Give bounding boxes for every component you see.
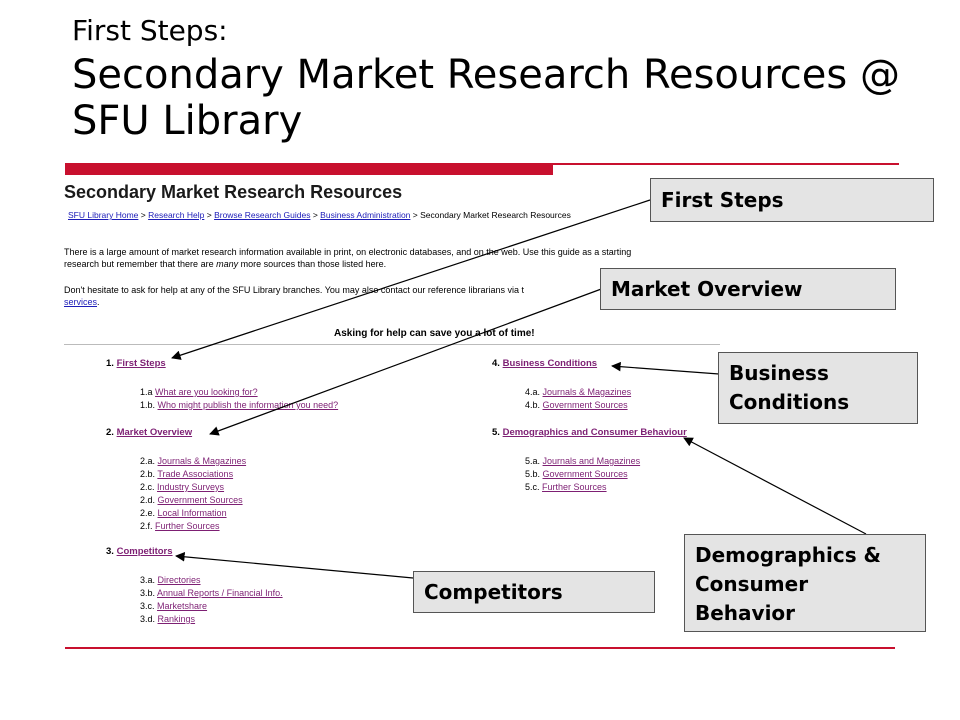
list-item: 3.c. Marketshare (140, 601, 208, 611)
title-rule (553, 163, 899, 165)
link-marketshare[interactable]: Marketshare (157, 601, 208, 611)
arrow-business-conditions (611, 361, 720, 375)
list-item: 5.a. Journals and Magazines (525, 456, 641, 466)
arrow-first-steps (171, 199, 651, 360)
section-link-competitors[interactable]: Competitors (116, 546, 173, 557)
section-competitors: 3. Competitors (106, 546, 173, 557)
link-dc-further[interactable]: Further Sources (542, 482, 607, 492)
intro-paragraph: There is a large amount of market resear… (64, 246, 720, 270)
list-item: 4.a. Journals & Magazines (525, 387, 632, 397)
list-item: 2.f. Further Sources (140, 521, 220, 531)
list-item: 2.a. Journals & Magazines (140, 456, 247, 466)
link-annual-reports[interactable]: Annual Reports / Financial Info. (157, 588, 283, 598)
list-item: 2.b. Trade Associations (140, 469, 234, 479)
page-title: Secondary Market Research Resources (64, 182, 403, 202)
arrow-competitors (175, 552, 414, 579)
list-item: 1.a What are you looking for? (140, 387, 258, 397)
section-link-first-steps[interactable]: First Steps (116, 358, 166, 369)
list-item: 5.b. Government Sources (525, 469, 628, 479)
link-who-might-publish[interactable]: Who might publish the information you ne… (157, 400, 339, 410)
list-item: 1.b. Who might publish the information y… (140, 400, 339, 410)
link-trade-associations[interactable]: Trade Associations (157, 469, 234, 479)
breadcrumb-separator: > (412, 210, 418, 220)
list-item: 3.b. Annual Reports / Financial Info. (140, 588, 283, 598)
title-red-bar (65, 163, 553, 175)
breadcrumb-separator: > (312, 210, 318, 220)
list-item: 2.c. Industry Surveys (140, 482, 225, 492)
breadcrumb-sfu-library-home[interactable]: SFU Library Home (68, 210, 139, 220)
arrow-market-overview (209, 287, 605, 436)
link-bc-journals[interactable]: Journals & Magazines (542, 387, 632, 397)
list-item: 3.a. Directories (140, 575, 201, 585)
help-paragraph: Don't hesitate to ask for help at any of… (64, 284, 720, 308)
list-item: 3.d. Rankings (140, 614, 196, 624)
help-line-1: Don't hesitate to ask for help at any of… (64, 285, 524, 295)
section-business-conditions: 4. Business Conditions (492, 358, 598, 369)
callout-demographics: Demographics & Consumer Behavior (684, 534, 926, 632)
slide-title: Secondary Market Research Resources @ SF… (72, 52, 900, 144)
intro-line-1: There is a large amount of market resear… (64, 247, 632, 257)
link-dc-journals[interactable]: Journals and Magazines (542, 456, 641, 466)
list-item: 4.b. Government Sources (525, 400, 628, 410)
help-line-2: services. (64, 297, 100, 307)
link-government-sources[interactable]: Government Sources (157, 495, 243, 505)
section-link-demographics[interactable]: Demographics and Consumer Behaviour (502, 427, 687, 438)
section-demographics: 5. Demographics and Consumer Behaviour (492, 427, 687, 438)
help-tagline: Asking for help can save you a lot of ti… (334, 328, 535, 339)
breadcrumb-research-help[interactable]: Research Help (148, 210, 205, 220)
library-page-screenshot: Secondary Market Research Resources SFU … (60, 176, 720, 636)
breadcrumb-business-admin[interactable]: Business Administration (320, 210, 411, 220)
link-dc-government[interactable]: Government Sources (542, 469, 628, 479)
breadcrumb-current: Secondary Market Research Resources (420, 210, 571, 220)
link-what-looking-for[interactable]: What are you looking for? (155, 387, 258, 397)
breadcrumb-separator: > (140, 210, 146, 220)
breadcrumb: SFU Library Home > Research Help > Brows… (68, 210, 571, 220)
link-journals-magazines[interactable]: Journals & Magazines (157, 456, 247, 466)
slide-subtitle: First Steps: (72, 14, 228, 47)
services-link[interactable]: services (64, 297, 98, 307)
callout-first-steps: First Steps (650, 178, 934, 222)
section-link-business-conditions[interactable]: Business Conditions (502, 358, 598, 369)
callout-competitors: Competitors (413, 571, 655, 613)
callout-market-overview: Market Overview (600, 268, 896, 310)
breadcrumb-browse-guides[interactable]: Browse Research Guides (214, 210, 311, 220)
link-further-sources[interactable]: Further Sources (155, 521, 220, 531)
section-market-overview: 2. Market Overview (106, 427, 193, 438)
list-item: 2.d. Government Sources (140, 495, 243, 505)
arrow-demographics (683, 437, 867, 535)
link-rankings[interactable]: Rankings (157, 614, 196, 624)
link-bc-government[interactable]: Government Sources (542, 400, 628, 410)
callout-business-conditions: Business Conditions (718, 352, 918, 424)
section-link-market-overview[interactable]: Market Overview (116, 427, 193, 438)
link-directories[interactable]: Directories (157, 575, 201, 585)
list-item: 2.e. Local Information (140, 508, 227, 518)
list-item: 5.c. Further Sources (525, 482, 607, 492)
breadcrumb-separator: > (206, 210, 212, 220)
intro-line-2: research but remember that there are man… (64, 259, 387, 269)
bottom-rule (65, 647, 895, 649)
link-industry-surveys[interactable]: Industry Surveys (157, 482, 225, 492)
section-first-steps: 1. First Steps (106, 358, 166, 369)
content-divider (64, 344, 720, 345)
link-local-information[interactable]: Local Information (157, 508, 227, 518)
